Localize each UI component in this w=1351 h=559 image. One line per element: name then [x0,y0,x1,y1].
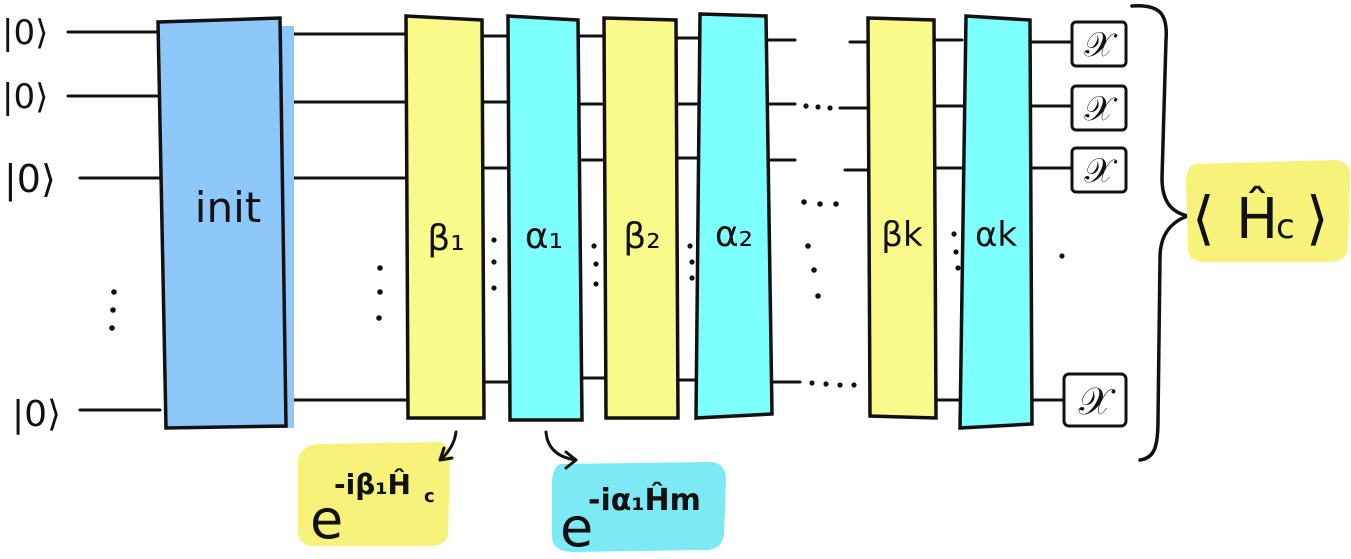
cost-base: e [310,488,343,551]
beta-k-gate: βk [866,16,938,420]
alpha-1-label: α₁ [525,216,563,257]
beta-k-gate-box [866,16,938,420]
init-gate: init [156,16,294,430]
mixer-base: e [560,496,593,559]
measurement-symbol: 𝒳 [1084,25,1117,65]
alpha-2-gate-box [694,12,774,420]
alpha-k-gate: αk [958,14,1034,430]
cost-exponent: -iβ₁Ĥ [334,467,411,501]
dots-a1 [591,243,599,287]
ket-label-2: |0⟩ [2,77,48,117]
init-gate-label: init [195,183,261,232]
expectation-left-bracket: ⟨ [1192,184,1215,252]
dots-b2 [687,243,695,281]
mixer-arrow-icon [544,430,578,470]
measurement-symbol: 𝒳 [1084,89,1117,129]
alpha-1-gate-box [506,14,584,422]
wire-ellipsis-left [109,289,117,331]
beta-1-gate-box [404,14,486,420]
alpha-2-label: α₂ [715,214,753,255]
measurement-box-icon: 𝒳 [1070,84,1128,132]
cost-unitary-annotation: e -iβ₁Ĥ c [298,430,458,551]
expectation-highlight [1186,160,1351,262]
ket-label-last: |0⟩ [12,394,61,435]
beta-k-label: βk [881,215,923,255]
measurement-box-icon: 𝒳 [1062,372,1128,428]
beta-2-gate-box [602,16,680,420]
mixer-highlight [552,462,726,552]
alpha-k-label: αk [975,215,1017,255]
alpha-k-gate-box [958,14,1034,430]
beta-1-label: β₁ [427,218,464,259]
ket-label-3: |0⟩ [4,157,56,202]
beta-1-gate: β₁ [404,14,486,420]
measurement-symbol: 𝒳 [1084,151,1117,191]
alpha-1-gate: α₁ [506,14,584,422]
wire-ellipsis-mid [376,265,383,321]
curly-brace [1130,4,1195,462]
cost-highlight [298,442,450,546]
expectation-value: ⟨ Ĥ c ⟩ [1186,160,1351,262]
dots-bk [951,231,961,271]
alpha-2-gate: α₂ [694,12,774,420]
expectation-right-bracket: ⟩ [1306,184,1329,252]
qubit-wires [66,30,1074,412]
ket-label-1: |0⟩ [2,13,48,53]
expectation-operator: Ĥ [1236,186,1278,252]
mixer-unitary-annotation: e -iα₁Ĥm [544,430,726,559]
gate-ellipsis [801,103,857,388]
measurement-box-icon: 𝒳 [1070,20,1128,68]
beta-2-gate: β₂ [602,16,680,420]
measurement-box-icon: 𝒳 [1070,146,1128,194]
init-gate-box [156,16,288,430]
expectation-subscript: c [1276,207,1295,247]
cost-arrow-icon [438,430,458,462]
dots-b1 [491,237,497,291]
measurements: 𝒳 𝒳 𝒳 𝒳 [1059,20,1128,428]
cost-subscript: c [424,486,435,507]
measurement-symbol: 𝒳 [1079,379,1116,423]
mixer-exponent: -iα₁Ĥm [588,482,701,518]
beta-2-label: β₂ [623,216,660,257]
ket-labels: |0⟩ |0⟩ |0⟩ |0⟩ [2,13,61,435]
